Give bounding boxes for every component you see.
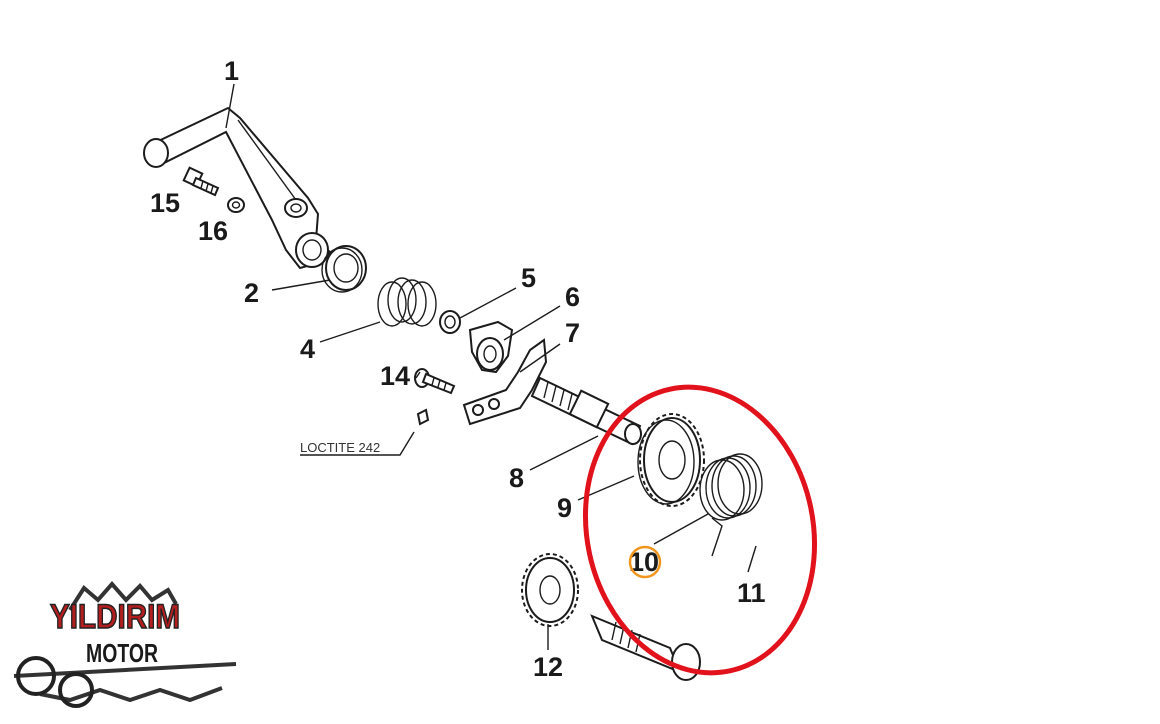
callout-15: 15 [150, 188, 180, 218]
callout-9: 9 [557, 493, 572, 523]
gear-12 [521, 553, 579, 627]
logo-yildirim: YILDIRIM [50, 598, 180, 636]
logo-motor: MOTOR [86, 638, 158, 668]
callout-16: 16 [198, 216, 228, 246]
washer-16 [227, 197, 245, 213]
callout-5: 5 [521, 263, 536, 293]
callout-8: 8 [509, 463, 524, 493]
callout-1: 1 [224, 56, 239, 86]
leader-lines [225, 83, 757, 650]
gear-9 [637, 413, 705, 507]
callout-6: 6 [565, 282, 580, 312]
callout-4: 4 [300, 334, 315, 364]
callout-11: 11 [737, 578, 766, 608]
callout-7: 7 [565, 318, 580, 348]
seal-ring-2 [321, 245, 367, 293]
motocross-wheel-icon [16, 656, 56, 696]
callout-2: 2 [244, 278, 259, 308]
highlight-ellipse [582, 384, 818, 676]
kick-lever [143, 106, 332, 270]
ratchet-6 [468, 320, 514, 374]
torsion-spring-10-11 [699, 453, 763, 557]
loctite-note: LOCTITE 242 [300, 440, 380, 455]
highlight-circle-10 [628, 545, 662, 579]
callout-numbers: 1 2 4 5 6 7 8 9 10 11 12 14 15 16 LOCTIT… [150, 56, 766, 682]
washer-5 [439, 310, 461, 334]
guide-plate-7 [462, 338, 548, 426]
callout-14: 14 [380, 361, 410, 391]
bolt-14 [414, 368, 456, 426]
callout-12: 12 [533, 652, 563, 682]
brand-logo: YILDIRIM MOTOR [13, 580, 237, 708]
bolt-15 [182, 166, 220, 197]
spring-4 [377, 277, 437, 327]
